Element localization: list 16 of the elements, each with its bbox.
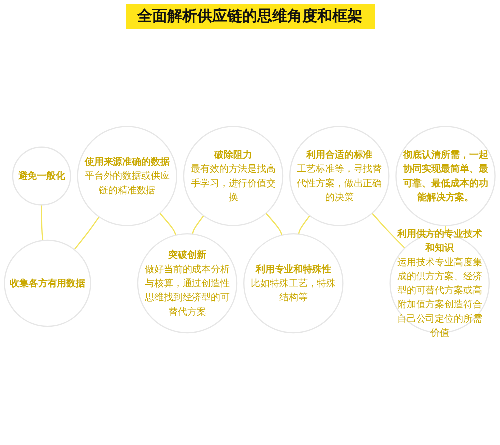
node-circle: 避免一般化 [12,146,72,206]
connector [74,216,100,250]
connector [298,216,310,234]
node-circle: 使用来源准确的数据 平台外的数据或供应链的精准数据 [77,126,178,226]
connector [372,213,406,249]
connector [192,216,204,234]
node-circle: 突破创新 做好当前的成本分析与核算，通过创造性思维找到经济型的可替代方案 [137,234,238,334]
node-circle: 彻底认清所需，一起协同实现最简单、最可靠、最低成本的功能解决方案。 [396,126,496,226]
node-circle: 破除阻力 最有效的方法是找高手学习，进行价值交换 [183,126,284,226]
node-circle: 利用合适的标准 工艺标准等，寻找替代性方案，做出正确的决策 [290,126,390,226]
title: 全面解析供应链的思维角度和框架 [126,4,374,29]
connector [41,205,44,241]
node-circle: 收集各方有用数据 [4,240,92,328]
node-circle: 利用专业和特殊性 比如特殊工艺，特殊结构等 [244,234,344,334]
connector [266,213,283,236]
connector [160,213,176,236]
